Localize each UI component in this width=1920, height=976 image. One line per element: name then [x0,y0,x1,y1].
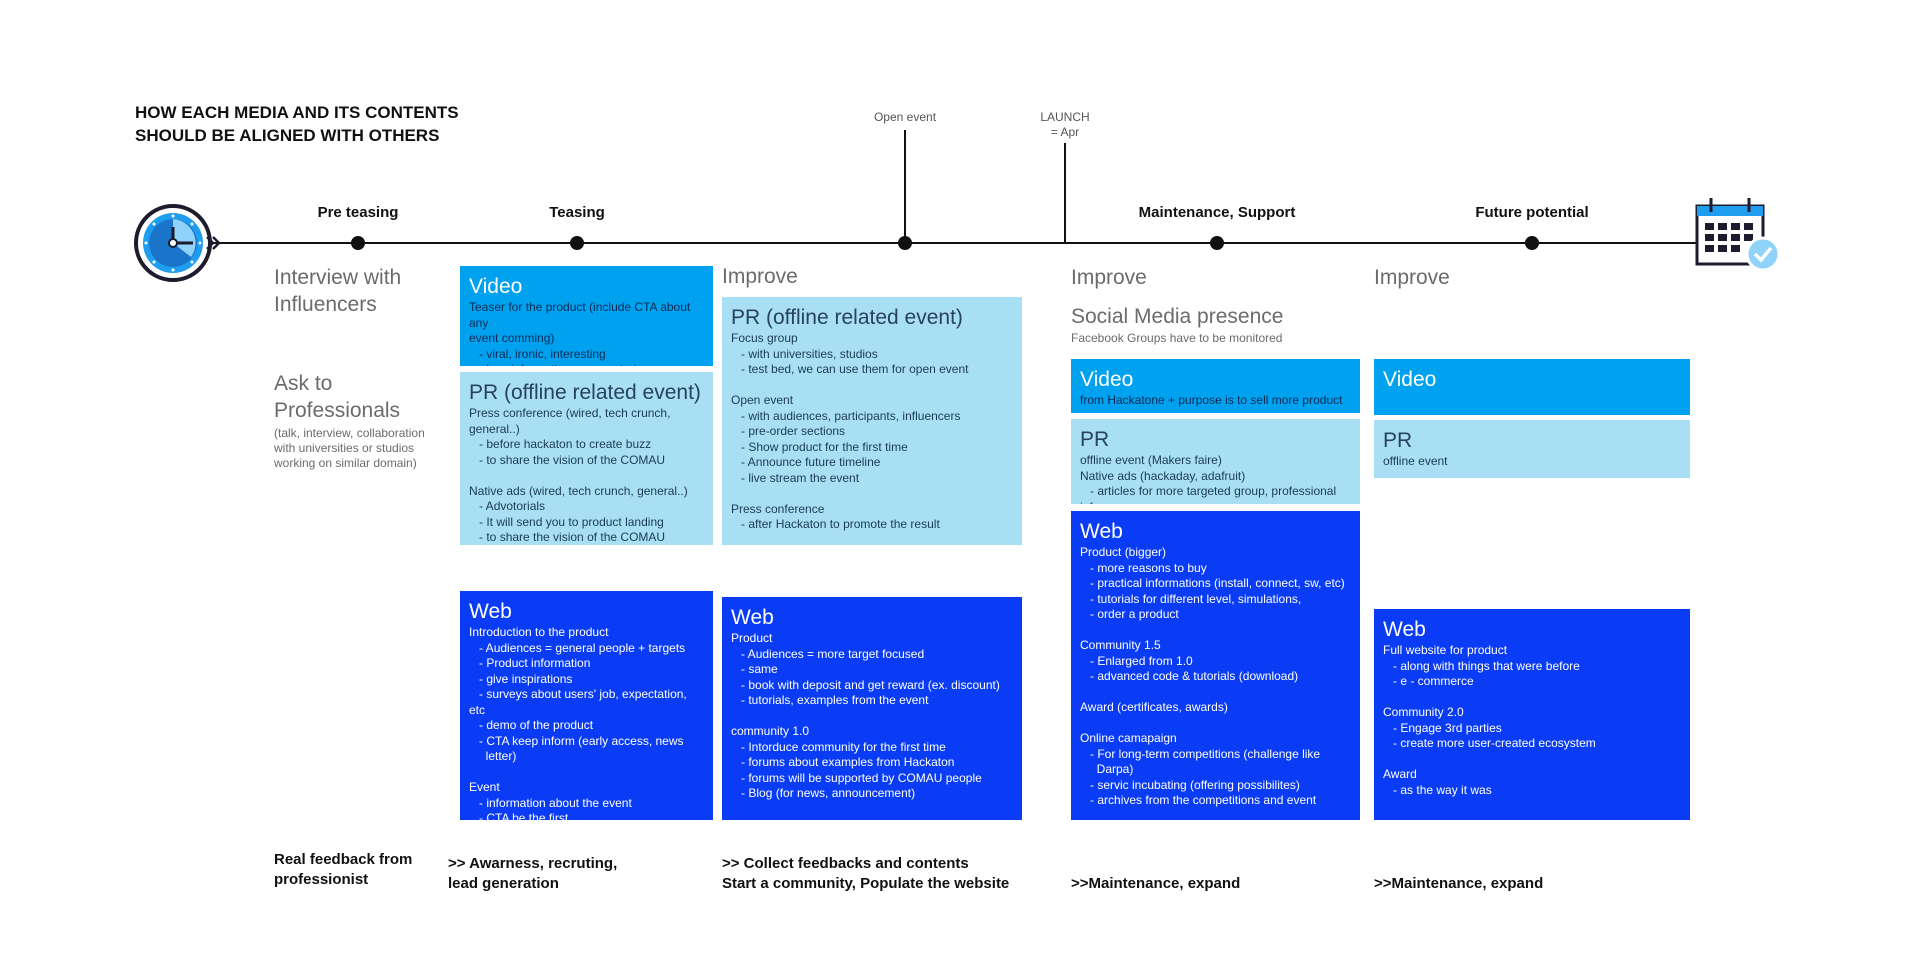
card-title: Video [1383,368,1437,391]
interview-influencers-text: Interview with Influencers [274,266,402,316]
diagram-title: HOW EACH MEDIA AND ITS CONTENTS SHOULD B… [135,101,459,147]
outcome-col2: >> Awarness, recruting, lead generation [448,855,618,892]
card-body: from Hackatone + purpose is to sell more… [1080,393,1343,407]
card-body: Press conference (wired, tech crunch, ge… [469,406,688,544]
phase-dot-pre-teasing [351,236,365,250]
card-title: Video [1080,368,1134,391]
social-media-title: Social Media presence [1071,305,1284,328]
clock-start-icon [134,204,221,282]
milestone-dot-open-event [898,236,912,250]
card-title: PR [1080,428,1110,451]
phase-label-teasing: Teasing [549,204,605,221]
web-card-teasing: Web Introduction to the product - Audien… [460,591,713,820]
pr-card-teasing: PR (offline related event) Press confere… [460,372,713,545]
improve-col3: Improve [722,265,798,288]
improve-col5: Improve [1374,266,1450,289]
pr-card-future: PR offline event [1374,420,1690,478]
milestone-label-launch: LAUNCH = Apr [1040,110,1089,140]
card-title: PR (offline related event) [469,381,701,404]
card-title: PR [1383,429,1413,452]
outcome-col3: >> Collect feedbacks and contents Start … [722,855,1010,892]
outcome-col5: >>Maintenance, expand [1374,875,1544,892]
card-body: offline event [1383,454,1448,468]
launch-label-line-2: = Apr [1050,125,1080,139]
card-body: Full website for product - along with th… [1383,643,1596,797]
web-card-maintenance: Web Product (bigger) - more reasons to b… [1071,511,1360,820]
card-title: Web [469,600,512,623]
milestone-label-open-event: Open event [873,110,937,124]
social-media-note: Facebook Groups have to be monitored [1071,331,1283,345]
title-line-1: HOW EACH MEDIA AND ITS CONTENTS [135,103,459,122]
web-card-open-event: Web Product - Audiences = more target fo… [722,597,1022,820]
outcome-col4: >>Maintenance, expand [1071,875,1241,892]
video-card-future: Video [1374,359,1690,415]
pr-card-open-event: PR (offline related event) Focus group -… [722,297,1022,545]
card-title: Video [469,275,523,298]
phase-dot-teasing [570,236,584,250]
outcome-col1: Real feedback from professionist [274,851,413,888]
card-title: Web [1383,618,1426,641]
phase-label-future: Future potential [1475,204,1589,221]
card-body: Teaser for the product (include CTA abou… [469,300,691,366]
phase-dot-future [1525,236,1539,250]
card-title: PR (offline related event) [731,306,963,329]
card-title: Web [731,606,774,629]
card-body: Focus group - with universities, studios… [731,331,969,531]
card-body: Product (bigger) - more reasons to buy -… [1080,545,1345,807]
improve-col4: Improve [1071,266,1147,289]
launch-label-line-1: LAUNCH [1040,110,1090,124]
ask-professionals-note: (talk, interview, collaboration with uni… [274,426,425,470]
card-body: Introduction to the product - Audiences … [469,625,687,820]
phase-label-pre-teasing: Pre teasing [317,204,399,221]
pr-card-maintenance: PR offline event (Makers faire) Native a… [1071,419,1360,504]
video-card-maintenance: Video from Hackatone + purpose is to sel… [1071,359,1360,413]
phase-dot-maintenance [1210,236,1224,250]
title-line-2: SHOULD BE ALIGNED WITH OTHERS [135,126,440,145]
timeline-axis [210,242,1698,244]
milestone-line-launch [1064,143,1066,243]
ask-professionals-text: Ask to Professionals [274,372,401,422]
milestone-line-open-event [904,130,906,243]
phase-label-maintenance: Maintenance, Support [1138,204,1296,221]
video-card-teasing: Video Teaser for the product (include CT… [460,266,713,366]
card-title: Web [1080,520,1123,543]
card-body: Product - Audiences = more target focuse… [731,631,1000,800]
web-card-future: Web Full website for product - along wit… [1374,609,1690,820]
calendar-check-icon [1695,198,1781,272]
card-body: offline event (Makers faire) Native ads … [1080,453,1337,504]
